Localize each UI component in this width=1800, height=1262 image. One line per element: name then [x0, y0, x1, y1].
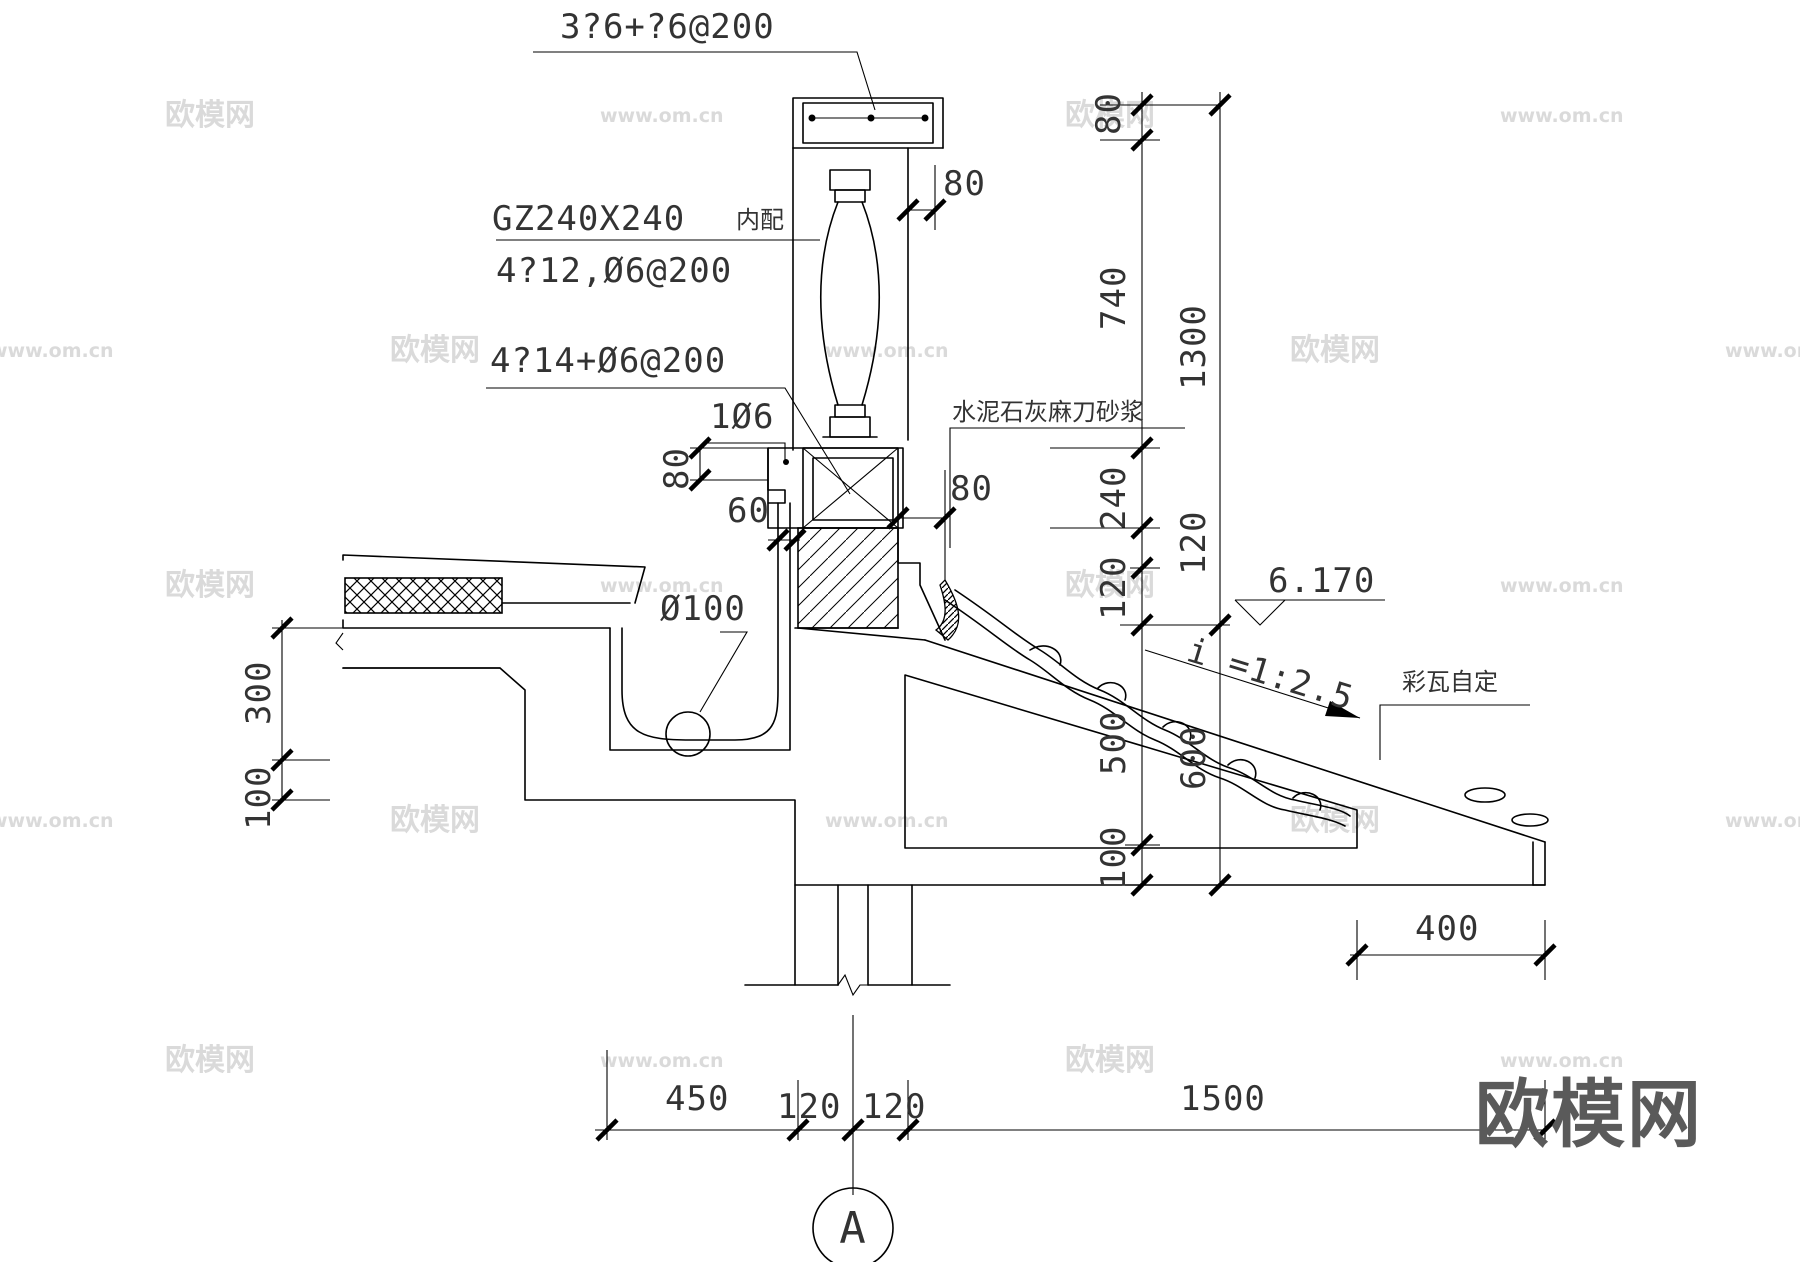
watermark-url: www.om.cn — [825, 810, 949, 832]
watermark-url: www.om.cn — [825, 340, 949, 362]
dim-500: 500 — [1094, 711, 1134, 775]
dim-100-left: 100 — [239, 766, 279, 830]
watermark-url: www.om.cn — [600, 575, 724, 597]
watermark-brand: 欧模网 — [390, 803, 480, 838]
dim-240: 240 — [1094, 466, 1134, 530]
dimension-lines — [270, 92, 1557, 1195]
dim-740: 740 — [1094, 266, 1134, 330]
dim-80-left: 80 — [657, 447, 697, 490]
dim-600: 600 — [1174, 726, 1214, 790]
drain-pipe-label: Ø100 — [660, 589, 746, 629]
watermark-url: www.om.cn — [0, 810, 114, 832]
dim-80-column: 80 — [943, 164, 986, 204]
watermarks: 欧模网 www.om.cn 欧模网 www.om.cn www.om.cn 欧模… — [0, 98, 1800, 1078]
dim-120-left: 120 — [1094, 556, 1134, 620]
dimension-text: 80 740 1300 80 80 60 80 240 120 120 300 … — [239, 92, 1479, 1127]
watermark-brand: 欧模网 — [165, 98, 255, 133]
watermark-url: www.om.cn — [600, 105, 724, 127]
ring-beam — [486, 387, 904, 629]
watermark-url: www.om.cn — [0, 340, 114, 362]
watermark-url: www.om.cn — [1725, 340, 1800, 362]
elevation-label: 6.170 — [1268, 561, 1375, 601]
bar-1d6-label: 1Ø6 — [710, 397, 774, 437]
watermark-url: www.om.cn — [1500, 105, 1624, 127]
rebar-top-label: 3?6+?6@200 — [560, 7, 775, 47]
dim-120-right: 120 — [1174, 511, 1214, 575]
watermark-url: www.om.cn — [1500, 575, 1624, 597]
dim-1500: 1500 — [1180, 1079, 1266, 1119]
brand-logo: 欧模网 — [1475, 1072, 1703, 1158]
watermark-brand: 欧模网 — [1065, 1043, 1155, 1078]
wall-below — [744, 884, 951, 997]
watermark-url: www.om.cn — [600, 1050, 724, 1072]
stepped-slab — [342, 627, 1546, 886]
column-spec-line1: GZ240X240 — [492, 199, 685, 239]
dim-100-bottom: 100 — [1094, 826, 1134, 890]
watermark-brand: 欧模网 — [1290, 333, 1380, 368]
dim-450: 450 — [665, 1079, 729, 1119]
dim-80-beam: 80 — [950, 469, 993, 509]
sloped-eave — [797, 627, 1546, 886]
gutter-lip — [767, 447, 946, 641]
watermark-brand: 欧模网 — [165, 568, 255, 603]
watermark-url: www.om.cn — [1500, 1050, 1624, 1072]
watermark-brand: 欧模网 — [1065, 568, 1155, 603]
flat-roof — [335, 554, 646, 669]
dim-300: 300 — [239, 661, 279, 725]
slope-label: i =1:2.5 — [1182, 630, 1358, 718]
mortar-note: 水泥石灰麻刀砂浆 — [952, 398, 1144, 426]
watermark-url: www.om.cn — [1725, 810, 1800, 832]
gutter — [609, 502, 791, 757]
axis-bubble-a: A — [812, 1187, 894, 1262]
watermark-brand: 欧模网 — [165, 1043, 255, 1078]
dim-120-a: 120 — [777, 1087, 841, 1127]
dim-1300: 1300 — [1174, 304, 1214, 390]
top-coping — [533, 51, 944, 149]
watermark-brand: 欧模网 — [390, 333, 480, 368]
dim-400: 400 — [1415, 909, 1479, 949]
beam-rebar-label: 4?14+Ø6@200 — [490, 341, 726, 381]
column-spec-suffix: 内配 — [736, 206, 784, 234]
dim-120-b: 120 — [862, 1087, 926, 1127]
tile-note: 彩瓦自定 — [1402, 668, 1498, 696]
roof-tiles — [934, 578, 1549, 827]
dim-80-top: 80 — [1089, 92, 1129, 135]
baluster — [792, 147, 944, 451]
dim-60: 60 — [727, 491, 770, 531]
column-spec-line2: 4?12,Ø6@200 — [496, 251, 732, 291]
axis-label: A — [839, 1203, 867, 1254]
